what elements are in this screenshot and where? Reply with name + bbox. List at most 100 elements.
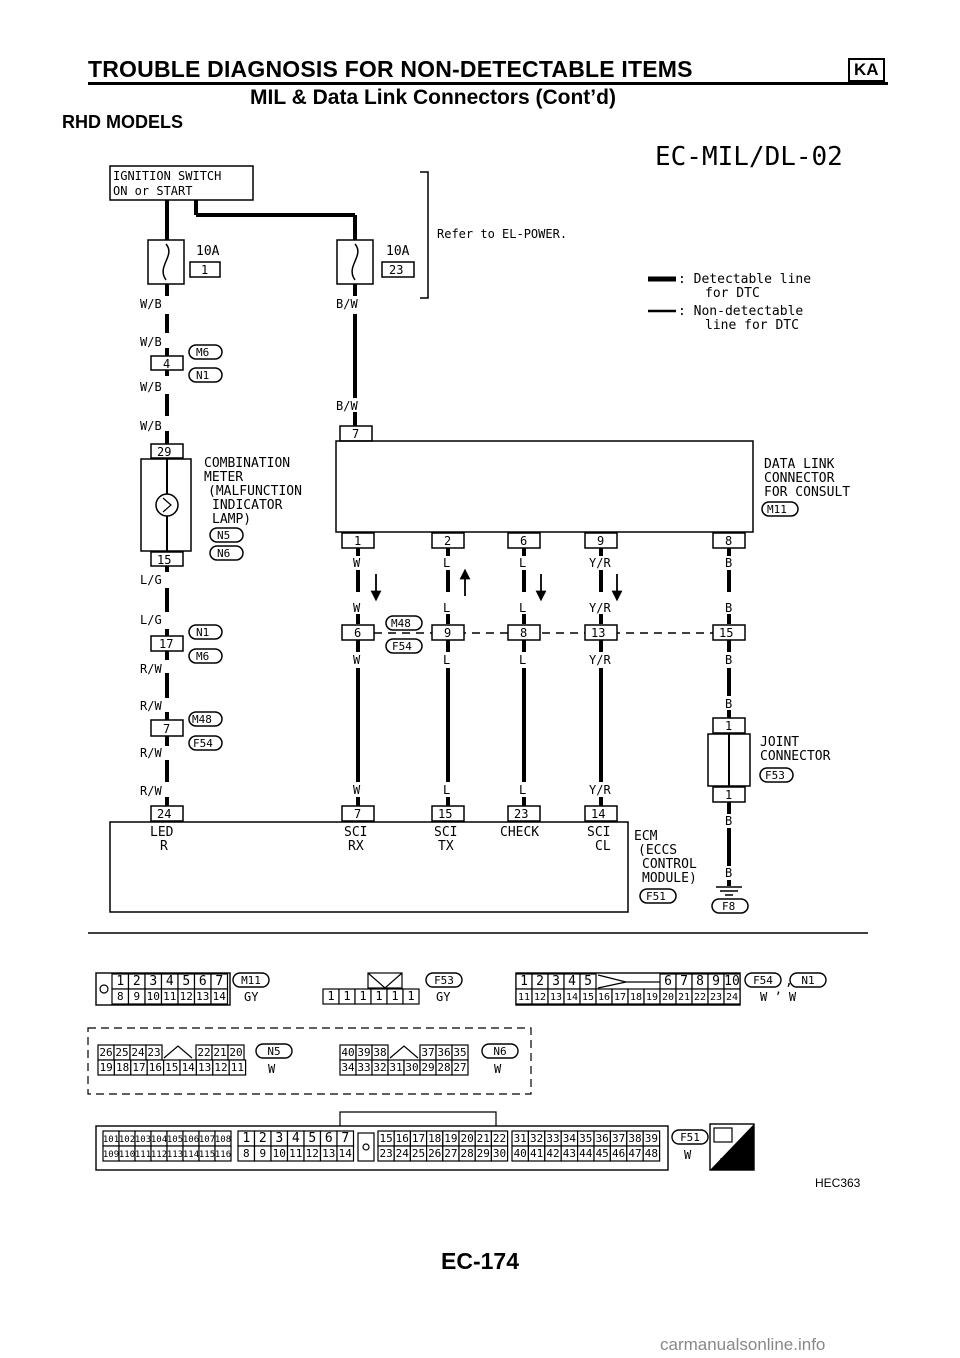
- connector-n1b-id: N1: [196, 626, 209, 639]
- connector-17: 17 N1 M6: [150, 624, 223, 664]
- n6-key-mark: [389, 1045, 419, 1059]
- ecm-term-led: LED: [150, 825, 174, 840]
- ecm-term-sci-tx: SCI: [434, 825, 457, 840]
- dlc-pin-9: 9: [597, 534, 604, 548]
- ecm: 24 7 15 23 14 LED R SCI RX SCI TX CHECK …: [109, 805, 697, 913]
- connector-7-left: 7 M48 F54: [150, 711, 223, 751]
- fuse-1-number: 1: [201, 263, 208, 277]
- signal-direction-arrows: [370, 568, 623, 602]
- section-label: RHD MODELS: [62, 112, 183, 132]
- f51-a1-pin: 107: [199, 1135, 215, 1145]
- meter-pin-15: 15: [157, 553, 171, 567]
- n6-color: W: [494, 1062, 502, 1076]
- f51-a1-pin: 105: [167, 1135, 183, 1145]
- m11-id: M11: [241, 974, 261, 987]
- f53-key-mark: [367, 972, 403, 989]
- f51-b1-pin: 5: [308, 1131, 316, 1146]
- f51-d1-pin: 31: [514, 1132, 527, 1145]
- wire-color-wb-3: W/B: [140, 380, 162, 394]
- ecm-term-tx: TX: [438, 839, 454, 854]
- wire-color-w-4: W: [353, 783, 361, 797]
- ecm-term-cl: CL: [595, 839, 611, 854]
- f53-color: GY: [436, 990, 451, 1004]
- f51-d1-pin: 34: [563, 1132, 577, 1145]
- ecm-term-sci-rx: SCI: [344, 825, 367, 840]
- f51-b1-pin: 1: [242, 1131, 250, 1146]
- dlc-pin-2: 2: [444, 534, 451, 548]
- n6-row2-pin: 30: [405, 1061, 418, 1074]
- wire-color-wb-1: W/B: [140, 297, 162, 311]
- n5-tag: [255, 1043, 293, 1059]
- ecm-pin-24: 24: [157, 807, 171, 821]
- f51-top-bracket: [339, 1111, 497, 1126]
- f51-b2-pin: 11: [289, 1147, 302, 1160]
- f54-key-mark: [597, 974, 660, 989]
- dlc-pin-8: 8: [725, 534, 732, 548]
- n1-tag: [789, 972, 827, 988]
- f51-b2-pin: 14: [339, 1147, 353, 1160]
- f51-b2-pin: 9: [259, 1147, 266, 1160]
- wire-color-bw-2: B/W: [336, 399, 358, 413]
- f53-row-pin: 1: [375, 989, 382, 1003]
- wire-color-b-1: B: [725, 556, 732, 570]
- n6-row1a-pin: 39: [357, 1046, 370, 1059]
- joint-label-2: CONNECTOR: [760, 749, 831, 764]
- refer-text: Refer to EL-POWER.: [437, 227, 567, 241]
- f51-d1-pin: 36: [596, 1132, 609, 1145]
- f54-n1-separator: ,: [785, 974, 793, 989]
- watermark: carmanualsonline.info: [660, 1335, 826, 1354]
- wire-color-w-3: W: [353, 653, 361, 667]
- n5-key-mark: [163, 1045, 193, 1059]
- f54-row1b-pin: 6: [664, 974, 672, 989]
- ecm-term-check: CHECK: [500, 825, 539, 840]
- n5-row1b-pin: 22: [197, 1046, 210, 1059]
- joint-pin-bottom: 1: [725, 788, 732, 802]
- f51-d2-pin: 45: [596, 1147, 609, 1160]
- n5-row2-pin: 11: [231, 1061, 244, 1074]
- f51-c2-pin: 28: [460, 1147, 473, 1160]
- connector-f51-id: F51: [646, 890, 666, 903]
- f51-b1-pin: 6: [325, 1131, 333, 1146]
- ecm-pin-14: 14: [591, 807, 605, 821]
- connector-4-pin: 4: [163, 357, 170, 371]
- f51-latch: [357, 1132, 375, 1162]
- f51-d2-pin: 40: [514, 1147, 527, 1160]
- n5-row1b-pin: 20: [229, 1046, 242, 1059]
- m11-row1-pin: 1: [116, 974, 124, 989]
- f51-a2-pin: 112: [151, 1150, 167, 1160]
- m11-row1-pin: 6: [199, 974, 207, 989]
- f51-c1-pin: 22: [493, 1132, 506, 1145]
- f51-a2-pin: 109: [103, 1150, 119, 1160]
- f51-a1-pin: 102: [119, 1135, 135, 1145]
- f54-row1a-pin: 3: [552, 974, 560, 989]
- n5-row2-cell: [228, 1059, 247, 1076]
- f51-c2-cell: [490, 1145, 509, 1162]
- ecm-term-rx: RX: [348, 839, 364, 854]
- fuse-1-rating: 10A: [196, 244, 220, 259]
- n5-n6-enclosure: [87, 1027, 532, 1095]
- f51-b2-pin: 10: [273, 1147, 286, 1160]
- f54-row1a-pin: 1: [520, 974, 528, 989]
- connector-m6-id: M6: [196, 346, 209, 359]
- f51-b2-pin: 8: [243, 1147, 250, 1160]
- f51-a2-pin: 114: [183, 1150, 199, 1160]
- connector-m48b-id: M48: [391, 617, 411, 630]
- n5-row1a-pin: 25: [115, 1046, 128, 1059]
- n1-id: N1: [801, 974, 814, 987]
- f51-b1-pin: 3: [275, 1131, 283, 1146]
- meter-label-1: COMBINATION: [204, 456, 290, 471]
- connector-m6b-id: M6: [196, 650, 209, 663]
- connector-m48-f54-row: 6 9 8 13 15 M48 F54: [341, 615, 746, 654]
- n5-row2-pin: 15: [165, 1061, 178, 1074]
- ecm-name-3: CONTROL: [642, 857, 697, 872]
- wire-color-bw-1: B/W: [336, 297, 358, 311]
- dlc-label-2: CONNECTOR: [764, 471, 835, 486]
- f54-row2-pin: 13: [550, 992, 562, 1003]
- n6-row2-pin: 34: [341, 1061, 355, 1074]
- f51-color: W: [684, 1148, 692, 1162]
- fuse-2-rating: 10A: [386, 244, 410, 259]
- f54-id: F54: [753, 974, 773, 987]
- f51-d2-pin: 47: [628, 1147, 641, 1160]
- f51-c2-pin: 23: [379, 1147, 392, 1160]
